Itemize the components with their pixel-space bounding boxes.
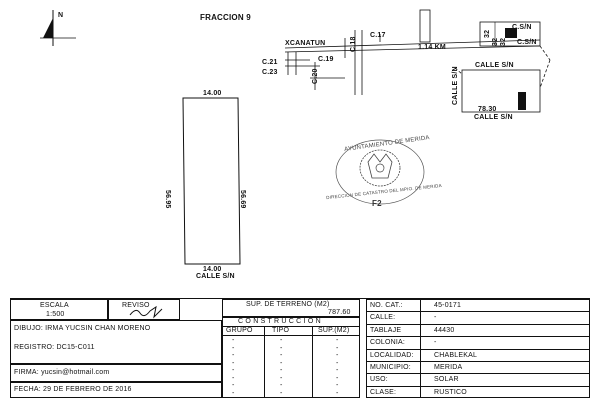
field-label: MUNICIPIO: (370, 363, 411, 371)
field-row-divider (366, 311, 590, 313)
firma-box (10, 364, 222, 382)
construccion-cell: - (232, 367, 235, 374)
escala-box (10, 299, 108, 320)
construccion-cell: - (280, 389, 283, 397)
field-value: MERIDA (434, 363, 463, 371)
escala-label: ESCALA (40, 302, 69, 309)
sup-terreno-box (222, 299, 360, 317)
construccion-cell: - (336, 352, 339, 359)
label-calle-sn-right: CALLE S/N (475, 62, 514, 69)
construccion-cell: - (336, 389, 339, 397)
construccion-cell: - (280, 367, 283, 374)
construccion-cell: - (280, 359, 283, 367)
field-value: CHABLEKAL (434, 351, 478, 359)
lot-street: CALLE S/N (196, 273, 235, 280)
lot-left-side: 56.95 (164, 190, 171, 209)
construccion-cell: - (336, 359, 339, 367)
label-c21: C.21 (262, 59, 278, 66)
construccion-col-line-1 (264, 326, 265, 398)
fecha-text: FECHA: 29 DE FEBRERO DE 2016 (14, 386, 132, 393)
reviso-box (108, 299, 180, 320)
north-arrow (38, 8, 78, 48)
reviso-signature (129, 305, 163, 319)
construccion-cell: - (280, 352, 283, 359)
field-label: NO. CAT.: (370, 302, 403, 309)
construccion-cell: - (336, 382, 339, 389)
construccion-cell: - (280, 344, 283, 352)
seal-emblem-icon (335, 139, 425, 205)
label-csn-mid: C.S/N (517, 39, 537, 46)
seal-mark: F2 (372, 199, 382, 208)
north-arrow-icon (40, 10, 76, 46)
col-grupo: GRUPO (226, 327, 253, 334)
field-value: - (434, 314, 437, 322)
col-sup: SUP.(M2) (318, 327, 350, 334)
field-row-divider (366, 385, 590, 387)
form-top-border (10, 298, 590, 299)
construccion-divider (222, 326, 360, 327)
field-label: CALLE: (370, 314, 396, 322)
location-sketch (284, 9, 551, 113)
firma-text: FIRMA: yucsin@hotmail.com (14, 369, 110, 376)
lot-bottom-width: 14.00 (203, 266, 222, 273)
field-row-divider (366, 373, 590, 375)
construccion-cell: - (280, 374, 283, 382)
field-row-divider (366, 323, 590, 325)
lot-polygon (182, 97, 241, 265)
construccion-cell: - (336, 374, 339, 382)
field-label: CLASE: (370, 388, 397, 396)
registro-text: REGISTRO: DC15-C011 (14, 344, 95, 351)
label-c23: C.23 (262, 69, 278, 76)
field-value: 44430 (434, 326, 455, 334)
construccion-label: C O N S T R U C C I O N (238, 318, 321, 325)
construccion-header-divider (222, 335, 360, 336)
construccion-cell: - (280, 382, 283, 389)
field-row-divider (366, 336, 590, 338)
label-c17: C.17 (370, 32, 386, 39)
field-value: 45-0171 (434, 302, 462, 309)
field-label: COLONIA: (370, 339, 406, 347)
construccion-cell: - (232, 337, 235, 344)
label-km: 1.14 KM (418, 44, 446, 51)
construccion-cell: - (336, 367, 339, 374)
construccion-cell: - (232, 344, 235, 352)
escala-value: 1:500 (46, 311, 65, 318)
construccion-cell: - (232, 352, 235, 359)
dibujo-box (10, 320, 222, 364)
construccion-cell: - (232, 359, 235, 367)
field-label: TABLAJE (370, 326, 402, 334)
official-seal: AYUNTAMIENTO DE MERIDA DIRECCION DE CATA… (318, 132, 442, 212)
north-label: N (58, 12, 64, 19)
field-row-divider (366, 348, 590, 350)
construccion-col-line-2 (312, 326, 313, 398)
construccion-cell: - (232, 389, 235, 397)
col-tipo: TIPO (272, 327, 290, 334)
field-value: RUSTICO (434, 388, 467, 396)
label-dim-7830: 78.30 (478, 106, 497, 113)
label-csn-top: C.S/N (512, 24, 532, 31)
construccion-cell: - (232, 374, 235, 382)
lot-right-side: 56.69 (239, 190, 246, 209)
label-xcanatun: XCANATUN (285, 40, 326, 47)
map-title: FRACCION 9 (200, 13, 251, 22)
sup-terreno-label: SUP. DE TERRENO (M2) (246, 301, 330, 308)
field-label: LOCALIDAD: (370, 351, 414, 359)
construccion-cell: - (280, 337, 283, 344)
field-value: - (434, 339, 437, 347)
sup-terreno-value: 787.60 (328, 309, 351, 316)
label-calle-sn-bottom-right: CALLE S/N (474, 114, 513, 121)
field-label: USO: (370, 376, 388, 384)
lot-top-width: 14.00 (203, 90, 222, 97)
fecha-box (10, 382, 222, 398)
construccion-box (222, 317, 360, 398)
reviso-label: REVISO (122, 302, 150, 309)
label-c19: C.19 (318, 56, 334, 63)
construccion-cell: - (232, 382, 235, 389)
field-row-divider (366, 360, 590, 362)
construccion-cell: - (336, 344, 339, 352)
field-value: SOLAR (434, 376, 459, 384)
dibujo-text: DIBUJO: IRMA YUCSIN CHAN MORENO (14, 325, 151, 332)
construccion-cell: - (336, 337, 339, 344)
